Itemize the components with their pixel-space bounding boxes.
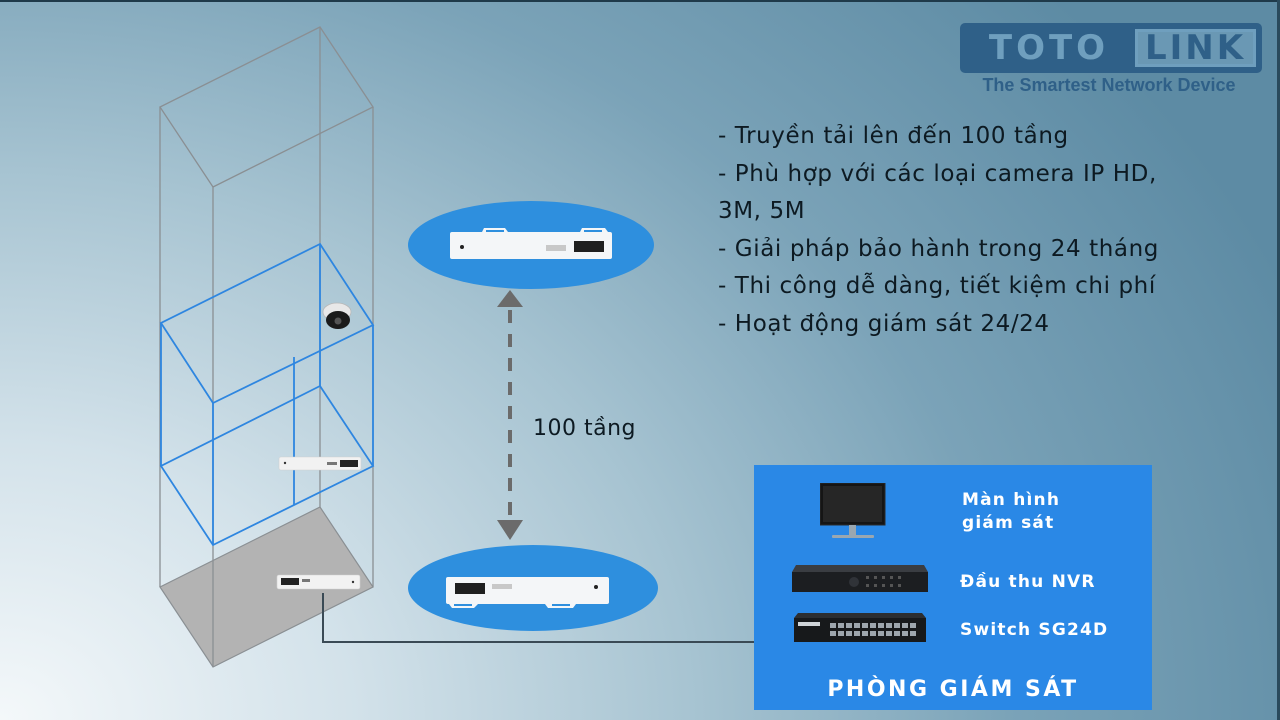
control-room-title: PHÒNG GIÁM SÁT <box>827 677 1079 702</box>
cable-line <box>322 593 778 643</box>
monitor-label: Màn hình giám sát <box>962 489 1060 535</box>
feature-item: - Thi công dễ dàng, tiết kiệm chi phí <box>718 273 1156 299</box>
dome-camera-icon <box>322 302 352 329</box>
nvr-icon <box>792 565 928 592</box>
monitor-label-line1: Màn hình <box>962 490 1061 510</box>
logo-brand-right: LINK <box>1135 28 1256 68</box>
feature-item: - Truyền tải lên đến 100 tầng <box>718 123 1069 149</box>
top-extender-ellipse <box>408 201 654 289</box>
switch-label: Switch SG24D <box>960 620 1109 640</box>
feature-item: 3M, 5M <box>718 198 806 224</box>
floor-extender-device-icon <box>278 456 362 471</box>
feature-item: - Hoạt động giám sát 24/24 <box>718 310 1050 337</box>
highlighted-floor <box>159 242 375 547</box>
logo-brand-left: TOTO <box>988 28 1110 68</box>
switch-icon <box>794 613 926 642</box>
ground-extender-device-icon <box>276 574 361 590</box>
feature-item: - Phù hợp với các loại camera IP HD, <box>718 160 1157 187</box>
logo-wordmark: TOTO LINK <box>960 23 1262 73</box>
logo-tagline: The Smartest Network Device <box>982 75 1236 95</box>
monitor-icon <box>820 483 886 538</box>
feature-item: - Giải pháp bảo hành trong 24 tháng <box>718 235 1159 262</box>
nvr-label: Đầu thu NVR <box>960 572 1096 592</box>
distance-arrow <box>497 290 523 540</box>
distance-label: 100 tầng <box>533 416 636 441</box>
feature-list: - Truyền tải lên đến 100 tầng - Phù hợp … <box>718 118 1258 343</box>
totolink-logo: TOTO LINK The Smartest Network Device <box>960 23 1262 96</box>
frame-right-border <box>1277 0 1280 720</box>
control-room-panel: Màn hình giám sát Đầu thu NVR Switch SG2… <box>754 465 1152 710</box>
frame-top-border <box>0 0 1280 2</box>
monitor-label-line2: giám sát <box>962 513 1055 533</box>
bottom-extender-ellipse <box>408 545 658 631</box>
